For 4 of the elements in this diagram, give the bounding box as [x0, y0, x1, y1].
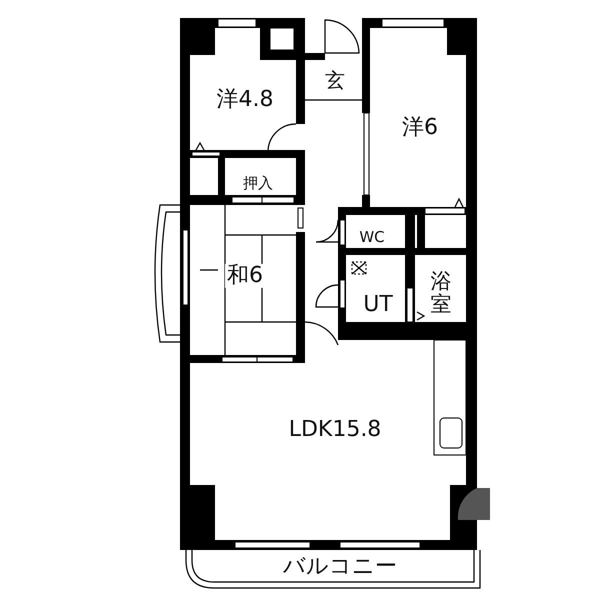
room-label: 押入 [241, 174, 275, 192]
room-label: 玄 [323, 69, 347, 91]
room-label: 和6 [225, 264, 265, 288]
room-label: WC [357, 228, 387, 246]
